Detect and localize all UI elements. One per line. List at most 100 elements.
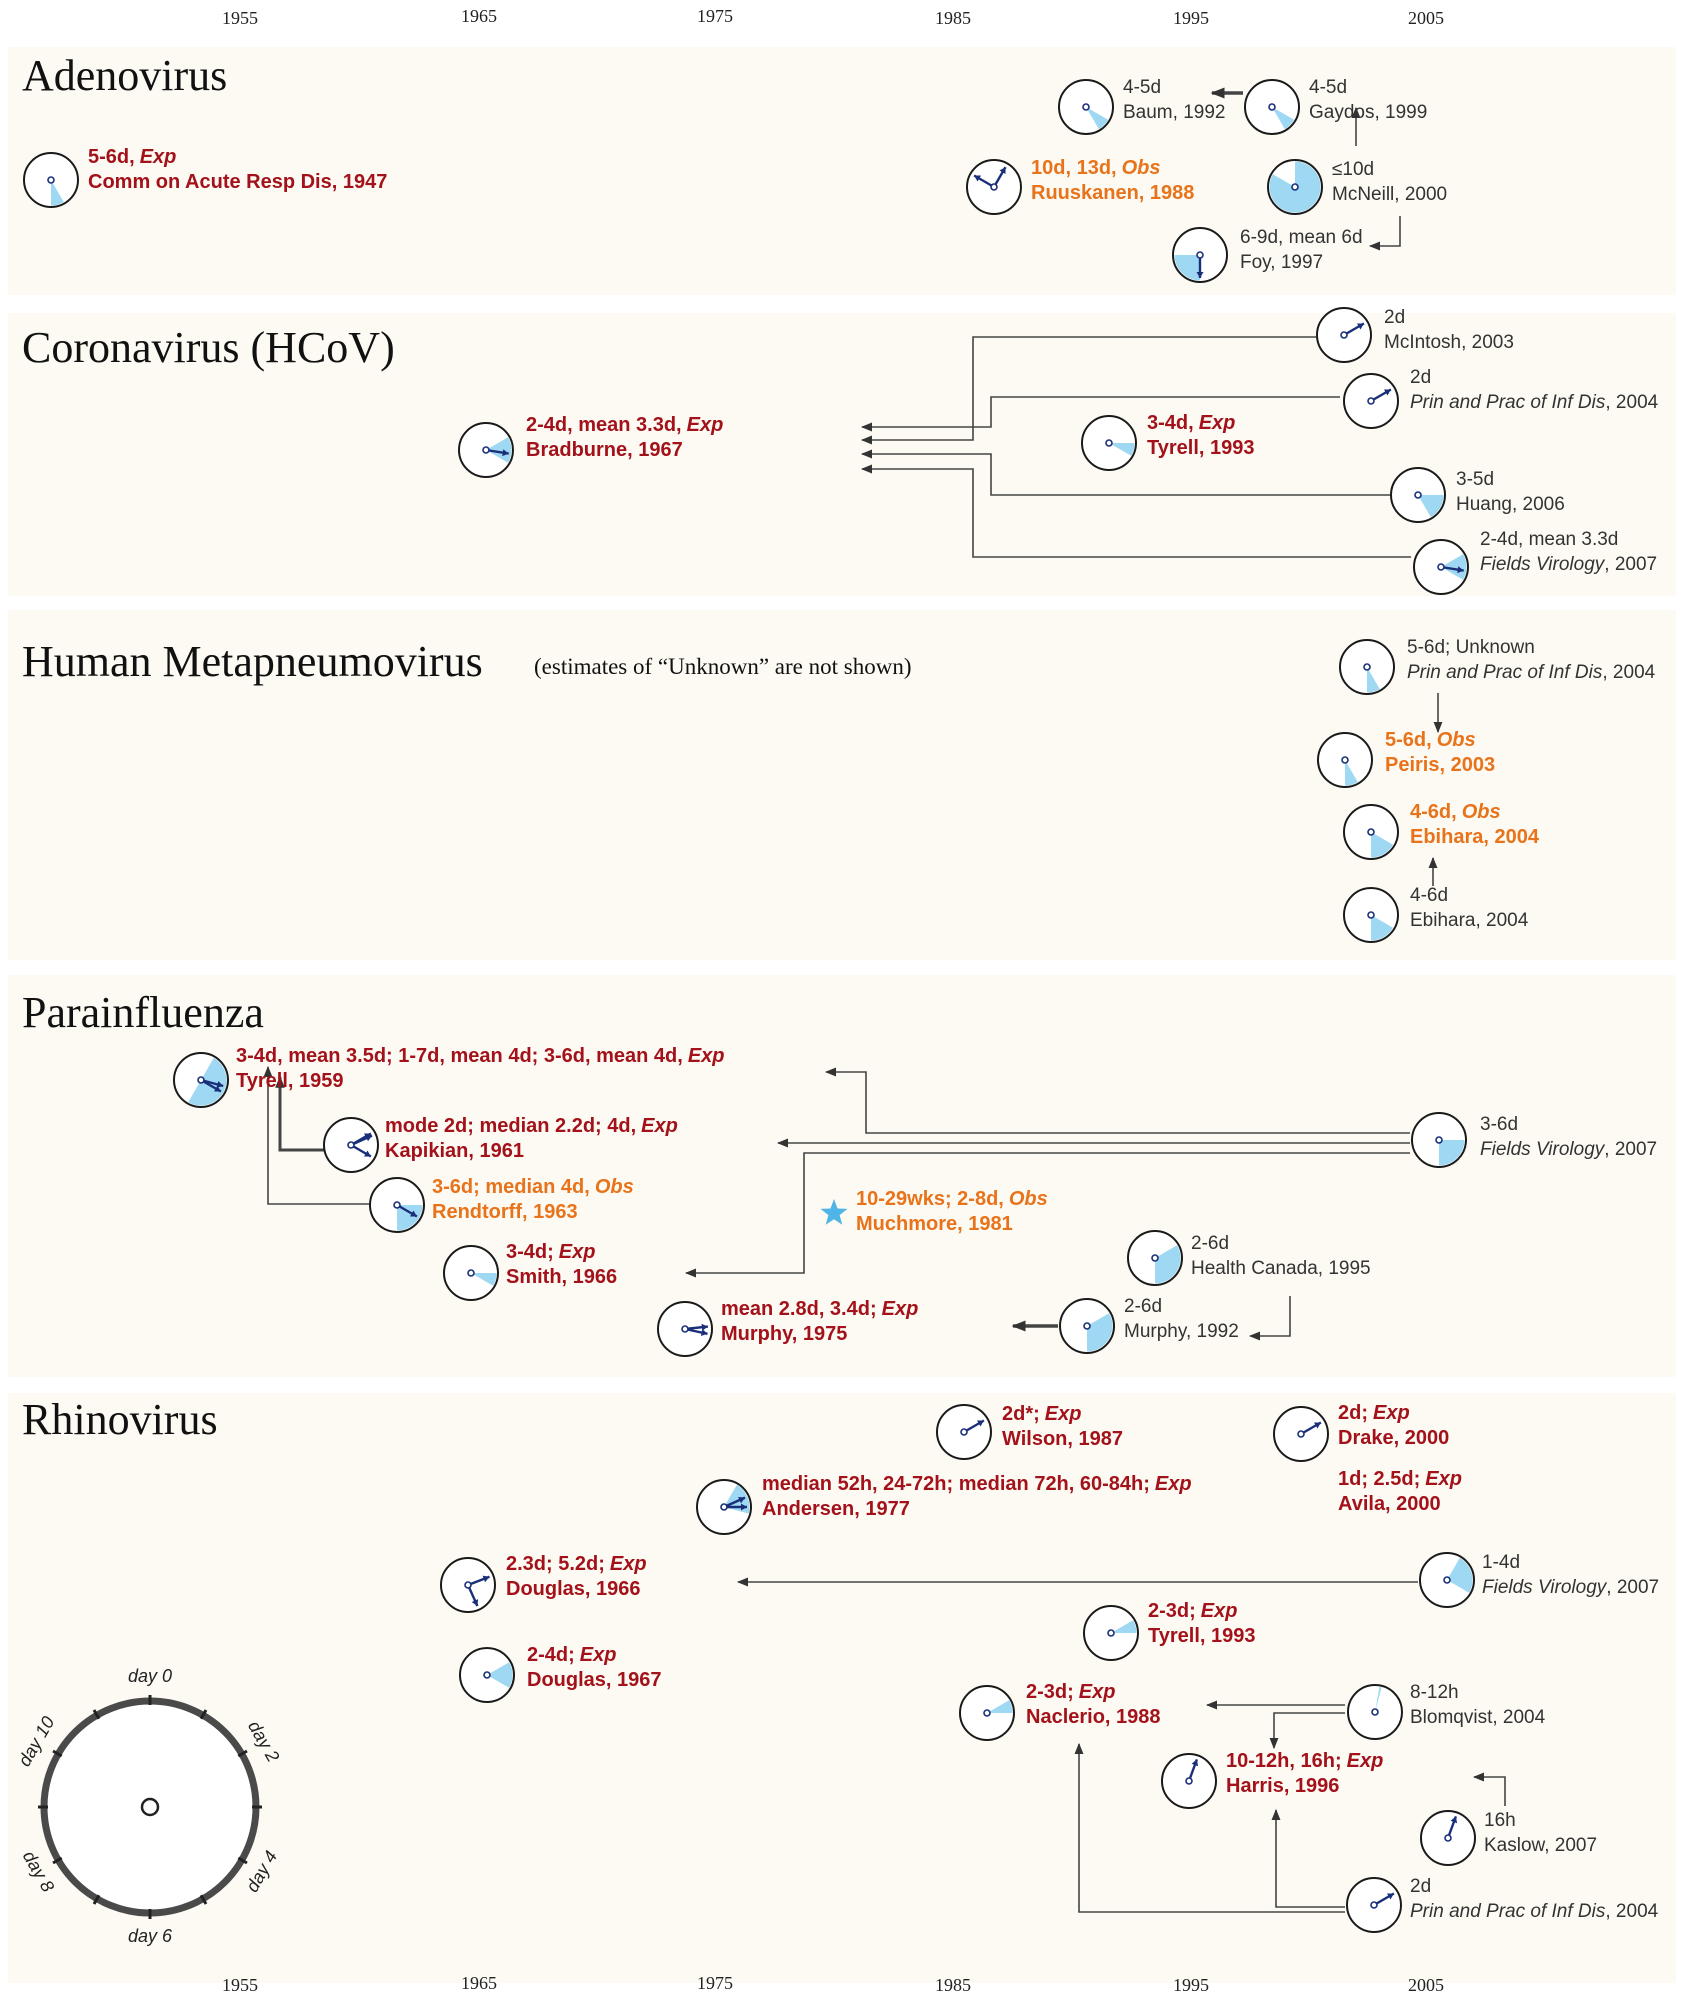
range-wedge (1447, 1557, 1473, 1593)
estimate-value: 2-3d;Exp (1026, 1681, 1115, 1703)
estimate-value: 2d (1384, 307, 1405, 328)
range-wedge (1087, 1313, 1113, 1352)
estimate-range: 5-6d, (88, 146, 135, 168)
range-wedge (1155, 1245, 1181, 1284)
estimate-source: McNeill, 2000 (1332, 184, 1447, 205)
section-panel-rhinovirus (8, 1393, 1676, 1983)
estimate-range: 2d (1410, 1876, 1431, 1897)
range-wedge (1418, 495, 1444, 518)
estimate-source: Fields Virology, 2007 (1480, 554, 1657, 575)
estimate-glyph (657, 1301, 713, 1357)
estimate-value: 2-4d;Exp (527, 1644, 616, 1666)
glyph-center (1367, 911, 1375, 919)
connector-arrows (263, 87, 1506, 1913)
estimate-range: 2d (1384, 307, 1405, 328)
estimate-range: 2d; (1338, 1402, 1368, 1424)
glyph-center (1370, 1901, 1378, 1909)
arrow-head (1314, 1422, 1321, 1429)
glyph-center (464, 1581, 472, 1589)
estimate-range: 2-3d; (1148, 1600, 1196, 1622)
estimate-range: 2-4d; (527, 1644, 575, 1666)
section-title: Adenovirus (22, 51, 227, 100)
estimate-range: 16h (1484, 1810, 1516, 1831)
estimate-source: Foy, 1997 (1240, 252, 1323, 273)
section-title: Rhinovirus (22, 1395, 218, 1444)
estimate-glyph (23, 152, 79, 208)
estimate-value: median 52h, 24-72h; median 72h, 60-84h;E… (762, 1473, 1192, 1495)
section-titles: Adenovirus Coronavirus (HCoV) Human Meta… (22, 51, 911, 1444)
estimate-source: Douglas, 1966 (506, 1578, 641, 1600)
range-wedge (1371, 832, 1394, 858)
estimate-value: 4-6d,Obs (1410, 801, 1501, 823)
estimate-glyph (966, 159, 1022, 215)
estimate-source: Douglas, 1967 (527, 1669, 662, 1691)
year-label: 1985 (935, 8, 971, 28)
year-axis-bottom: 1955 1965 1975 1985 1995 2005 (222, 1973, 1444, 1995)
glyph-center (681, 1325, 689, 1333)
estimate-range: 10-12h, 16h; (1226, 1750, 1342, 1772)
estimate-glyph (459, 1647, 515, 1703)
estimate-range: 2-4d, mean 3.3d (1480, 529, 1618, 550)
section-note: (estimates of “Unknown” are not shown) (534, 654, 911, 679)
estimate-value: 4-6d (1410, 885, 1448, 906)
glyph-center (1444, 1834, 1452, 1842)
glyph-center (483, 1671, 491, 1679)
estimate-range: 2-6d (1124, 1296, 1162, 1317)
year-axis-top: 1955 1965 1975 1985 1995 2005 (222, 6, 1444, 28)
estimate-source: Blomqvist, 2004 (1410, 1707, 1546, 1728)
glyph-center (347, 1141, 355, 1149)
section-panel-adenovirus (8, 47, 1676, 295)
estimate-glyph (936, 1404, 992, 1460)
study-type-tag: Obs (1462, 801, 1501, 823)
arrow-head (471, 1599, 479, 1606)
range-wedge (987, 1700, 1013, 1713)
estimate-source: Ebihara, 2004 (1410, 910, 1529, 931)
estimate-value: 3-4d, mean 3.5d; 1-7d, mean 4d; 3-6d, me… (236, 1045, 725, 1067)
estimate-value: 16h (1484, 1810, 1516, 1831)
arrow-head (364, 1150, 371, 1157)
estimate-range: 2-3d; (1026, 1681, 1074, 1703)
estimate-value: 3-5d (1456, 469, 1494, 490)
glyph-center (990, 183, 998, 191)
estimate-source: Tyrell, 1993 (1148, 1625, 1255, 1647)
legend-tick (52, 1856, 63, 1865)
range-wedge (1109, 443, 1135, 456)
estimate-glyph (1346, 1877, 1402, 1933)
arrow-head (977, 1420, 984, 1427)
estimate-range: 5-6d, (1385, 729, 1432, 751)
glyph-center (960, 1428, 968, 1436)
estimate-glyphs (23, 79, 1476, 1933)
source-year: , 2007 (1604, 1139, 1657, 1160)
estimate-value: mean 2.8d, 3.4d;Exp (721, 1298, 918, 1320)
estimate-glyph (1413, 539, 1469, 595)
estimate-glyph (1127, 1230, 1183, 1286)
estimate-source: Kaslow, 2007 (1484, 1835, 1597, 1856)
year-label: 2005 (1408, 8, 1444, 28)
arrow-head (1457, 566, 1464, 574)
year-label: 1995 (1173, 8, 1209, 28)
arrow-head (1196, 272, 1204, 278)
range-wedge (51, 180, 64, 206)
arrow-head (1357, 323, 1364, 330)
range-wedge (1441, 554, 1467, 580)
year-label: 1975 (697, 6, 733, 26)
estimate-source: Health Canada, 1995 (1191, 1258, 1371, 1279)
arrow-head (974, 175, 981, 182)
estimate-range: 2-4d, mean 3.3d, (526, 414, 682, 436)
estimate-source: Ebihara, 2004 (1410, 826, 1540, 848)
estimate-glyph (369, 1177, 425, 1233)
glyph-center (1083, 1322, 1091, 1330)
estimate-value: 10-29wks; 2-8d,Obs (856, 1188, 1048, 1210)
range-wedge (397, 1205, 423, 1231)
estimate-source: Smith, 1966 (506, 1266, 617, 1288)
estimate-source: Prin and Prac of Inf Dis, 2004 (1410, 392, 1659, 413)
legend-tick (92, 1709, 101, 1720)
glyph-center (197, 1076, 205, 1084)
glyph-center (983, 1709, 991, 1717)
estimate-range: 2d (1410, 367, 1431, 388)
estimate-value: 10-12h, 16h;Exp (1226, 1750, 1383, 1772)
estimate-source: Andersen, 1977 (762, 1498, 910, 1520)
estimate-value: 1-4d (1482, 1552, 1520, 1573)
glyph-center (1414, 491, 1422, 499)
